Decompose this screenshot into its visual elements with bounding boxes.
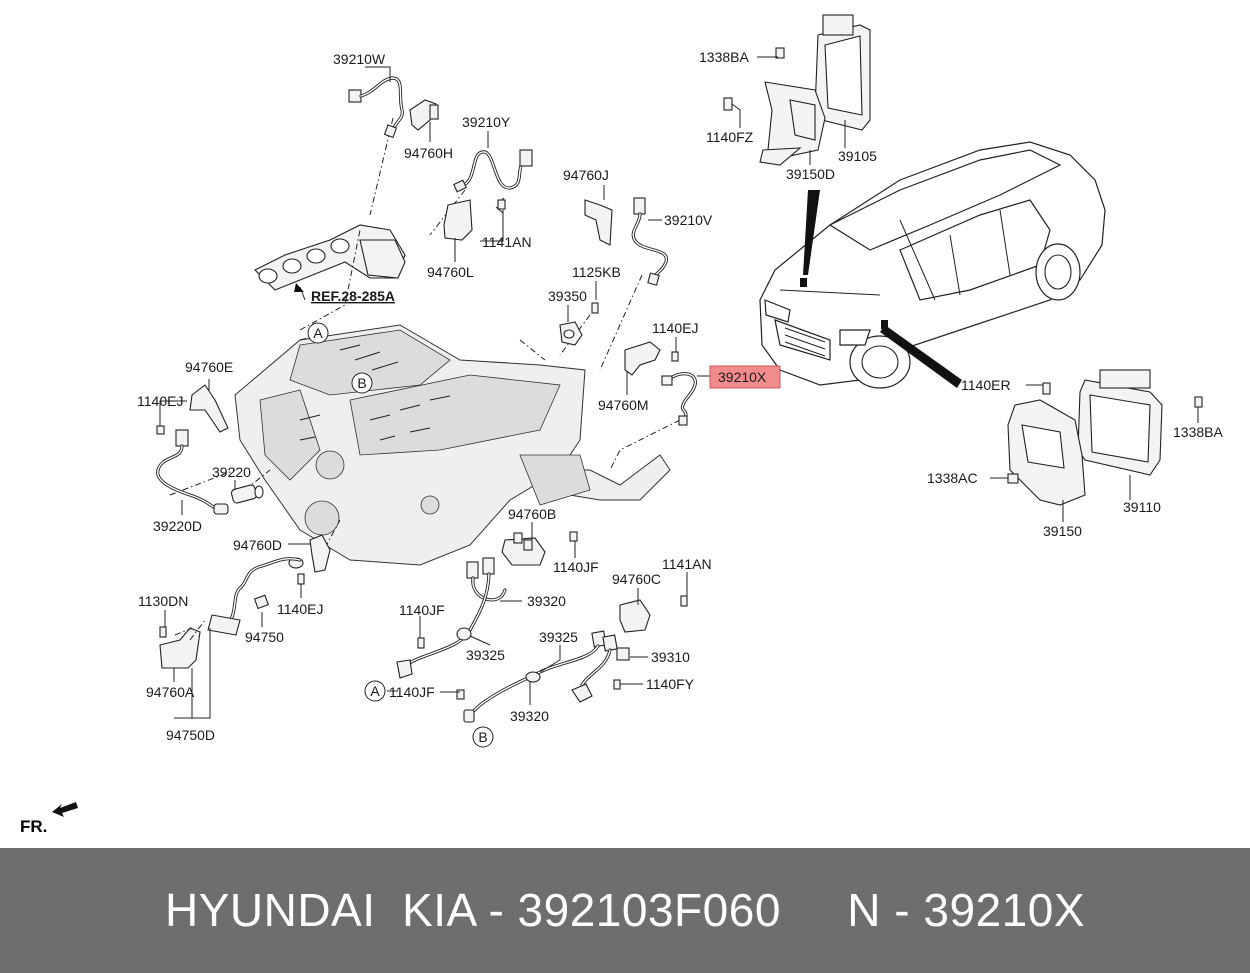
callout-B-engine: B — [351, 372, 373, 394]
label-1141AN-r: 1141AN — [662, 556, 712, 572]
sensor-39220 — [230, 484, 264, 504]
harness-39320 — [396, 557, 507, 679]
svg-text:A: A — [370, 683, 380, 699]
label-1141AN-top: 1141AN — [482, 234, 532, 250]
label-39320-top: 39320 — [527, 593, 566, 609]
callout-B-harness: B — [472, 726, 494, 748]
label-39210Y: 39210Y — [462, 114, 511, 130]
front-arrow-icon — [52, 802, 78, 817]
label-1140EJ-mid: 1140EJ — [652, 320, 698, 336]
label-39325-l: 39325 — [466, 647, 505, 663]
front-orientation-marker: FR. — [20, 802, 78, 836]
o2-sensor-39210X — [624, 341, 697, 426]
label-39210X: 39210X — [718, 369, 767, 385]
callout-A-harness: A — [364, 680, 386, 702]
label-94760C: 94760C — [612, 571, 661, 587]
parts-diagram: A B A B 39210W 94760H 39210Y 1141AN 9476… — [20, 14, 1223, 836]
car-illustration — [759, 141, 1106, 389]
label-94760A: 94760A — [146, 684, 195, 700]
label-94750: 94750 — [245, 629, 284, 645]
leader-lines — [159, 56, 1199, 719]
bracket-94760C — [619, 595, 688, 633]
label-1140ER: 1140ER — [961, 377, 1011, 393]
label-39325-r: 39325 — [539, 629, 578, 645]
ecu-39110-assembly — [1007, 369, 1203, 506]
part-number-text: HYUNDAI KIA - 392103F060 N - 39210X — [164, 884, 1085, 936]
label-1125KB: 1125KB — [572, 264, 621, 280]
label-1140EJ-left: 1140EJ — [137, 393, 183, 409]
pointer-to-engine-bay — [803, 190, 820, 275]
label-1140JF-l: 1140JF — [399, 602, 445, 618]
label-ref-28-285A: REF.28-285A — [311, 288, 395, 304]
label-39110: 39110 — [1123, 499, 1161, 515]
label-39310: 39310 — [651, 649, 690, 665]
label-39210V: 39210V — [664, 212, 713, 228]
ecu-39105-assembly — [723, 14, 871, 166]
label-1140JF-bot: 1140JF — [389, 684, 435, 700]
knock-sensor-39220D — [156, 384, 229, 515]
label-1140JF-b: 1140JF — [553, 559, 599, 575]
label-39220D: 39220D — [153, 518, 202, 534]
label-39320-bot: 39320 — [510, 708, 549, 724]
label-1140FY: 1140FY — [646, 676, 695, 692]
label-1140FZ: 1140FZ — [706, 129, 754, 145]
label-1338BA-top: 1338BA — [699, 49, 749, 65]
label-39220: 39220 — [212, 464, 251, 480]
o2-sensor-39210V — [584, 197, 668, 286]
highlight-39210X — [709, 365, 781, 389]
pointer-to-ecu-location — [880, 325, 962, 388]
bracket-94760B — [501, 531, 578, 566]
exhaust-manifold — [254, 224, 406, 291]
label-94750D: 94750D — [166, 727, 215, 743]
label-94760L: 94760L — [427, 264, 474, 280]
harness-39325 — [456, 630, 630, 723]
label-94760H: 94760H — [404, 145, 453, 161]
label-39210W: 39210W — [333, 51, 386, 67]
o2-sensor-39210W — [348, 76, 439, 139]
label-94760M: 94760M — [598, 397, 649, 413]
callout-A-engine: A — [307, 322, 329, 344]
part-number-footer: HYUNDAI KIA - 392103F060 N - 39210X — [0, 848, 1250, 973]
svg-text:FR.: FR. — [20, 817, 47, 836]
part-labels: 39210W 94760H 39210Y 1141AN 94760L REF.2… — [137, 49, 1223, 743]
svg-text:A: A — [313, 325, 323, 341]
o2-sensor-39210Y — [443, 149, 533, 241]
label-94760B: 94760B — [508, 506, 556, 522]
label-94760E: 94760E — [185, 359, 233, 375]
label-39150: 39150 — [1043, 523, 1082, 539]
engine-illustration — [234, 324, 671, 566]
label-94760J: 94760J — [563, 167, 609, 183]
label-39105: 39105 — [838, 148, 877, 164]
label-94760D: 94760D — [233, 537, 282, 553]
label-1338BA-r: 1338BA — [1173, 424, 1223, 440]
label-1140EJ-low: 1140EJ — [277, 601, 323, 617]
svg-text:B: B — [357, 375, 366, 391]
label-1130DN: 1130DN — [138, 593, 188, 609]
sensor-group-94750 — [159, 534, 331, 669]
cam-sensor-39350 — [559, 302, 599, 346]
label-1338AC: 1338AC — [927, 470, 978, 486]
label-39350: 39350 — [548, 288, 587, 304]
label-39150D: 39150D — [786, 166, 835, 182]
svg-text:B: B — [478, 729, 487, 745]
